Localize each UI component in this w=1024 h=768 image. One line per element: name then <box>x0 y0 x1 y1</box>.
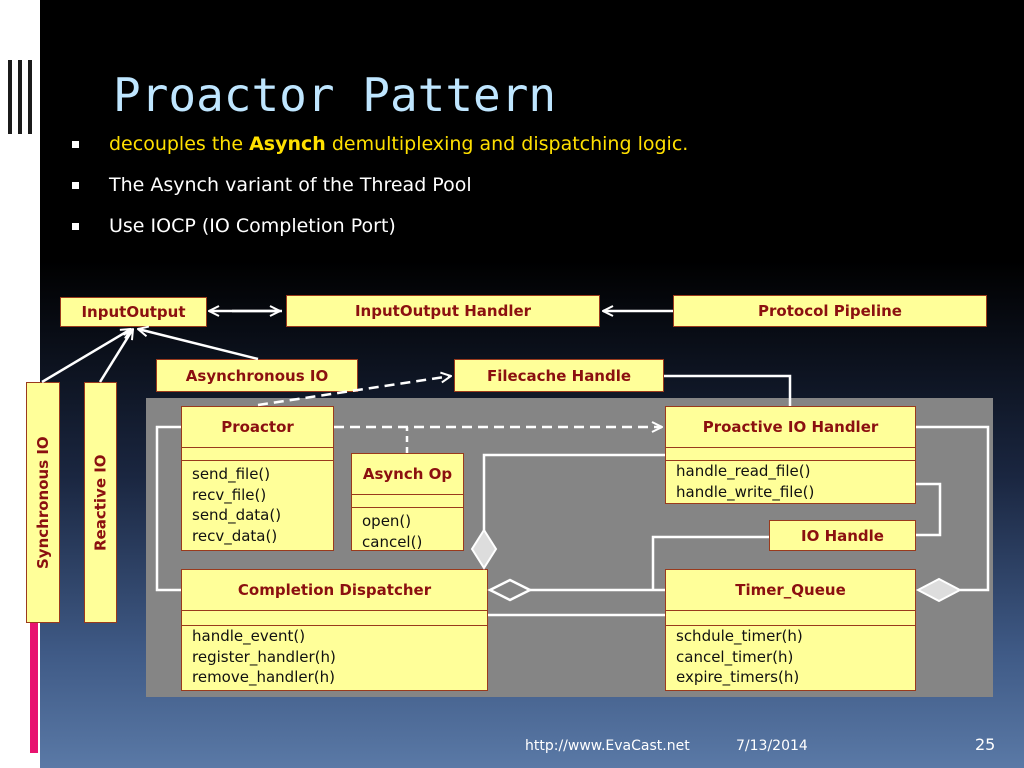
bullet-text: The Asynch variant of the Thread Pool <box>109 174 472 196</box>
aggregation-diamond-icon <box>487 578 533 602</box>
operation: register_handler(h) <box>192 647 336 666</box>
operation: open() <box>362 512 412 530</box>
class-name: Proactor <box>182 407 333 448</box>
operation: cancel() <box>362 532 423 551</box>
class-name: Asynch Op <box>352 454 463 495</box>
bullet-text: Use IOCP (IO Completion Port) <box>109 215 396 237</box>
class-attributes <box>666 448 915 461</box>
operation: remove_handler(h) <box>192 668 335 686</box>
aggregation-diamond-icon <box>915 577 963 603</box>
inputoutput-box: InputOutput <box>60 297 207 327</box>
aggregation-diamond-icon <box>470 528 498 570</box>
handler-iohandle-link <box>916 482 942 537</box>
class-operations: handle_read_file() handle_write_file() <box>666 461 915 502</box>
class-operations: open() cancel() <box>352 508 463 552</box>
bullet-square-icon <box>72 182 79 189</box>
operation: recv_data() <box>192 526 278 545</box>
sync-to-inputoutput-link <box>41 329 131 384</box>
bullet-square-icon <box>72 223 79 230</box>
bullet-square-icon <box>72 141 79 148</box>
slide-title: Proactor Pattern <box>113 68 557 122</box>
asynch-op-class: Asynch Op open() cancel() <box>351 453 464 551</box>
class-operations: send_file() recv_file() send_data() recv… <box>182 461 333 546</box>
operation: send_file() <box>192 465 271 483</box>
reactive-to-inputoutput-link <box>98 329 133 383</box>
iohandle-link <box>651 535 769 590</box>
class-attributes <box>666 611 915 626</box>
protocol-pipeline-box: Protocol Pipeline <box>673 295 987 327</box>
proactive-io-handler-class: Proactive IO Handler handle_read_file() … <box>665 406 916 504</box>
async-to-inputoutput-link <box>138 329 259 361</box>
class-name: Proactive IO Handler <box>666 407 915 448</box>
proactor-dispatcher-loop <box>155 425 181 592</box>
io-handle-box: IO Handle <box>769 520 916 551</box>
bullet-text: decouples the Asynch demultiplexing and … <box>109 133 689 155</box>
inputoutput-handler-box: InputOutput Handler <box>286 295 600 327</box>
operation: handle_event() <box>192 627 306 645</box>
right-loop-link <box>916 425 990 592</box>
operation: cancel_timer(h) <box>676 647 794 666</box>
class-attributes <box>352 495 463 508</box>
filecache-to-handler-link <box>664 374 792 406</box>
class-name: Timer_Queue <box>666 570 915 611</box>
class-operations: handle_event() register_handler(h) remov… <box>182 626 487 688</box>
proactor-class: Proactor send_file() recv_file() send_da… <box>181 406 334 551</box>
page-number: 25 <box>975 735 996 754</box>
operation: send_data() <box>192 506 282 524</box>
class-name: Completion Dispatcher <box>182 570 487 611</box>
completion-dispatcher-class: Completion Dispatcher handle_event() reg… <box>181 569 488 691</box>
class-attributes <box>182 611 487 626</box>
class-attributes <box>182 448 333 461</box>
bullet-bold-term: Asynch <box>249 133 326 155</box>
operation: handle_read_file() <box>676 462 811 480</box>
operation: schdule_timer(h) <box>676 627 803 645</box>
filecache-handle-box: Filecache Handle <box>454 359 664 392</box>
timer-queue-class: Timer_Queue schdule_timer(h) cancel_time… <box>665 569 916 691</box>
dispatcher-handler-link <box>482 453 665 532</box>
operation: handle_write_file() <box>676 482 815 501</box>
operation: recv_file() <box>192 485 267 504</box>
class-operations: schdule_timer(h) cancel_timer(h) expire_… <box>666 626 915 688</box>
footer-url: http://www.EvaCast.net <box>525 738 690 754</box>
footer-date: 7/13/2014 <box>736 738 808 754</box>
async-to-filecache-dependency <box>257 376 451 407</box>
accent-bar <box>30 615 38 753</box>
operation: expire_timers(h) <box>676 668 800 686</box>
